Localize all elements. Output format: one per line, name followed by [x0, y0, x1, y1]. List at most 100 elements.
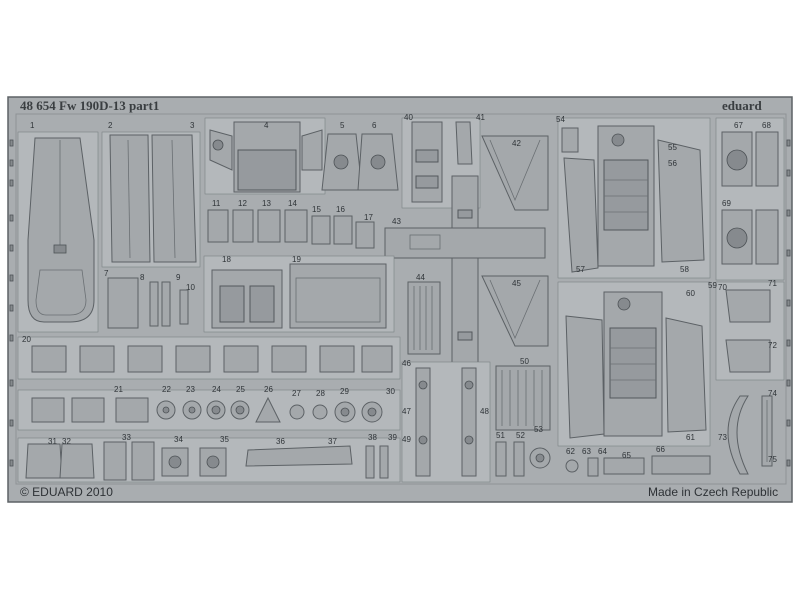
part-number: 11: [212, 199, 221, 208]
part-number: 21: [114, 385, 123, 394]
part-number: 54: [556, 115, 565, 124]
part-number: 18: [222, 255, 231, 264]
part-number: 14: [288, 199, 297, 208]
part-number: 35: [220, 435, 229, 444]
part-number: 36: [276, 437, 285, 446]
left-edge-holes: [9, 139, 14, 467]
part-number: 74: [768, 389, 777, 398]
part-51-53: [495, 441, 551, 477]
brand-logo-text: eduard: [722, 98, 763, 113]
part-number: 30: [386, 387, 395, 396]
part-11-17: [207, 209, 375, 249]
part-50: [495, 365, 551, 431]
part-number: 17: [364, 213, 373, 222]
part-number: 42: [512, 139, 521, 148]
part-number: 9: [176, 273, 181, 282]
part-number: 39: [388, 433, 397, 442]
part-67-70: [715, 117, 785, 281]
part-number: 38: [368, 433, 377, 442]
part-number: 46: [402, 359, 411, 368]
part-number: 26: [264, 385, 273, 394]
part-number: 56: [668, 159, 677, 168]
part-number: 52: [516, 431, 525, 440]
part-number: 66: [656, 445, 665, 454]
part-number: 44: [416, 273, 425, 282]
part-number: 7: [104, 269, 109, 278]
part-number: 20: [22, 335, 31, 344]
part-number: 22: [162, 385, 171, 394]
part-number: 61: [686, 433, 695, 442]
copyright-text: © EDUARD 2010: [20, 485, 113, 499]
part-number: 12: [238, 199, 247, 208]
part-number: 37: [328, 437, 337, 446]
part-number: 47: [402, 407, 411, 416]
part-number: 34: [174, 435, 183, 444]
fret-inner-frame: [15, 113, 787, 485]
part-5-6: [321, 133, 399, 191]
part-31-39-row: [17, 437, 401, 483]
part-number: 10: [186, 283, 195, 292]
part-42: [481, 135, 549, 211]
part-number: 73: [718, 433, 727, 442]
part-number: 71: [768, 279, 777, 288]
part-number: 19: [292, 255, 301, 264]
part-number: 8: [140, 273, 145, 282]
part-number: 2: [108, 121, 113, 130]
part-number: 33: [122, 433, 131, 442]
part-number: 58: [680, 265, 689, 274]
part-20-30-row: [17, 389, 401, 431]
part-2-3: [101, 131, 201, 268]
part-number: 41: [476, 113, 485, 122]
part-number: 59: [708, 281, 717, 290]
part-number: 29: [340, 387, 349, 396]
part-73-75: [727, 395, 773, 475]
made-in-text: Made in Czech Republic: [648, 485, 778, 499]
part-43: [384, 175, 546, 365]
part-number: 16: [336, 205, 345, 214]
part-20-row-upper: [17, 336, 401, 380]
part-number: 70: [718, 283, 727, 292]
part-number: 23: [186, 385, 195, 394]
right-edge-holes: [786, 139, 791, 467]
part-7-10: [107, 277, 189, 329]
part-number: 6: [372, 121, 377, 130]
part-number: 57: [576, 265, 585, 274]
part-45: [481, 275, 549, 347]
part-62-66: [565, 455, 711, 477]
part-number: 62: [566, 447, 575, 456]
part-44: [407, 281, 441, 355]
part-number: 69: [722, 199, 731, 208]
part-number: 50: [520, 357, 529, 366]
part-number: 24: [212, 385, 221, 394]
part-number: 3: [190, 121, 195, 130]
part-number: 55: [668, 143, 677, 152]
part-number: 27: [292, 389, 301, 398]
part-number: 48: [480, 407, 489, 416]
part-number: 28: [316, 389, 325, 398]
part-54-60: [557, 117, 711, 279]
part-number: 65: [622, 451, 631, 460]
part-number: 53: [534, 425, 543, 434]
part-number: 75: [768, 455, 777, 464]
part-number: 13: [262, 199, 271, 208]
part-4: [204, 117, 326, 195]
part-number: 43: [392, 217, 401, 226]
part-number: 31: [48, 437, 57, 446]
part-71-72: [715, 281, 785, 381]
part-18-19: [203, 255, 395, 333]
part-number: 5: [340, 121, 345, 130]
part-55-61: [557, 281, 711, 447]
part-number-labels: 1 2 3 4 5 6 40 41 42 54 55 56 57 58 59 6…: [22, 113, 777, 464]
part-number: 49: [402, 435, 411, 444]
part-number: 32: [62, 437, 71, 446]
part-number: 15: [312, 205, 321, 214]
part-number: 64: [598, 447, 607, 456]
part-number: 63: [582, 447, 591, 456]
fret-title: 48 654 Fw 190D-13 part1: [20, 98, 159, 113]
part-40-41: [401, 117, 481, 209]
part-number: 1: [30, 121, 35, 130]
part-number: 40: [404, 113, 413, 122]
part-number: 25: [236, 385, 245, 394]
part-number: 72: [768, 341, 777, 350]
